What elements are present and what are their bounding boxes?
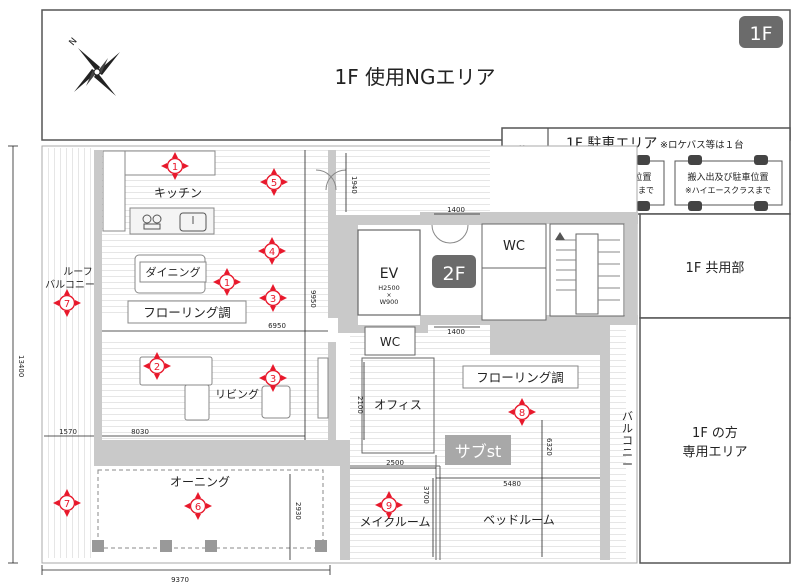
- office-label: オフィス: [374, 398, 422, 412]
- dim-5480: 5480: [503, 480, 521, 488]
- dim-3700: 3700: [422, 486, 430, 504]
- dim-1400-top: 1400: [447, 206, 465, 214]
- ev-w: W900: [380, 298, 399, 306]
- wc-top-label: WC: [503, 239, 525, 254]
- parking-note: ※ロケバス等は１台: [660, 139, 744, 151]
- roof-balcony-deck: [44, 148, 94, 558]
- wc-lower-label: WC: [380, 335, 400, 349]
- living-label: リビング: [215, 387, 259, 401]
- common-area: [639, 213, 791, 319]
- camera-marker-number: 3: [270, 294, 276, 305]
- ng-area: [41, 9, 791, 141]
- parking-slot-2-line1: 搬入出及び駐車位置: [687, 171, 768, 183]
- floor-badge-2f-label: 2F: [442, 263, 465, 285]
- camera-marker-4: 1: [213, 268, 241, 296]
- balcony-label: バルコニー: [622, 410, 633, 471]
- floor-badge-1f: [739, 16, 783, 48]
- sub-studio-label: サブst: [455, 442, 502, 461]
- ev-x: ×: [386, 292, 391, 299]
- camera-marker-number: 7: [64, 499, 70, 510]
- dining-label: ダイニング: [146, 265, 201, 279]
- camera-marker-10: 7: [53, 489, 81, 517]
- dim-9370: 9370: [171, 576, 189, 584]
- stairs: [549, 223, 625, 317]
- camera-marker-number: 7: [64, 299, 70, 310]
- dim-2100: 2100: [356, 396, 364, 414]
- flooring-label-2: フローリング調: [476, 370, 564, 385]
- awning-label: オーニング: [170, 475, 230, 489]
- compass-icon: N: [68, 36, 120, 96]
- sub-studio-badge: [445, 435, 511, 465]
- camera-marker-8: 3: [259, 364, 287, 392]
- balcony-strip: [610, 325, 626, 561]
- flooring-label-1: フローリング調: [143, 305, 231, 320]
- ev-h: H2500: [378, 284, 399, 292]
- dim-13400: 13400: [17, 355, 25, 377]
- camera-marker-number: 6: [195, 502, 201, 513]
- svg-text:N: N: [68, 36, 80, 48]
- dim-9950: 9950: [309, 290, 317, 308]
- make-room-label: メイクルーム: [359, 515, 430, 529]
- camera-marker-number: 5: [271, 178, 277, 189]
- camera-marker-9: 8: [508, 398, 536, 426]
- wc-lower: [364, 326, 416, 356]
- camera-marker-5: 3: [259, 284, 287, 312]
- camera-marker-12: 9: [375, 491, 403, 519]
- roof-balcony-label-1: ルーフ: [63, 267, 92, 278]
- dim-8030: 8030: [131, 428, 149, 436]
- camera-marker-number: 1: [172, 162, 178, 173]
- office-room: [361, 357, 435, 454]
- private-area-label-1: 1F の方: [692, 425, 738, 441]
- elevator: [357, 229, 421, 316]
- ev-label: EV: [380, 266, 399, 282]
- camera-marker-2: 5: [260, 168, 288, 196]
- roof-balcony-label-2: バルコニー: [45, 279, 95, 291]
- camera-marker-number: 2: [154, 362, 160, 373]
- bedroom-label: ベッドルーム: [483, 513, 555, 527]
- private-area-label-2: 専用エリア: [682, 445, 747, 460]
- camera-marker-number: 4: [269, 247, 275, 258]
- dim-6320: 6320: [545, 438, 553, 456]
- camera-marker-6: 7: [53, 289, 81, 317]
- camera-marker-3: 4: [258, 237, 286, 265]
- dim-2930: 2930: [294, 502, 302, 520]
- kitchen-label: キッチン: [154, 186, 202, 200]
- floor-badge-2f: [432, 255, 476, 288]
- dim-2500: 2500: [386, 459, 404, 467]
- camera-marker-number: 9: [386, 501, 392, 512]
- private-area: [639, 317, 791, 564]
- dim-1570: 1570: [59, 428, 77, 436]
- floor-badge-1f-label: 1F: [749, 23, 772, 45]
- camera-markers: 1 5 4 1 3 7 2 3 8 7 6 9: [53, 152, 536, 520]
- ng-area-label: 1F 使用NGエリア: [334, 65, 495, 89]
- wc-top: [481, 223, 547, 321]
- camera-marker-11: 6: [184, 492, 212, 520]
- parking-slot-2: 搬入出及び駐車位置 ※ハイエースクラスまで: [674, 155, 783, 211]
- dim-6950: 6950: [268, 322, 286, 330]
- camera-marker-number: 3: [270, 374, 276, 385]
- dimension-lines: [8, 145, 600, 575]
- dim-1400-bottom: 1400: [447, 328, 465, 336]
- common-area-label: 1F 共用部: [686, 261, 745, 276]
- camera-marker-number: 8: [519, 408, 525, 419]
- walls: [94, 150, 638, 560]
- parking-slot-2-line2: ※ハイエースクラスまで: [685, 186, 771, 195]
- camera-marker-number: 1: [224, 278, 230, 289]
- dim-1940: 1940: [350, 176, 358, 194]
- camera-marker-7: 2: [143, 352, 171, 380]
- camera-marker-1: 1: [161, 152, 189, 180]
